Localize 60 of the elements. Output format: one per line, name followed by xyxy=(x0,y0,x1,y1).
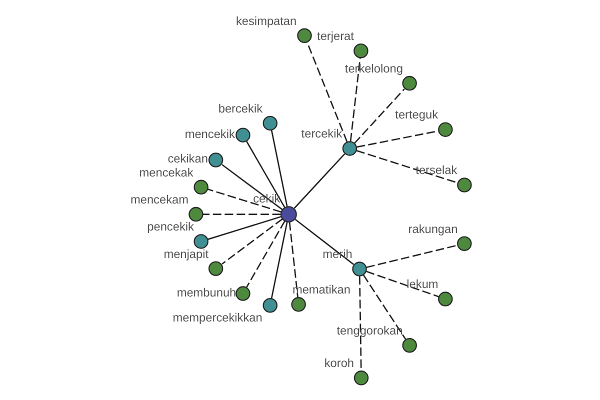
node-label: menjapit xyxy=(163,246,208,261)
node-circle xyxy=(352,262,366,276)
node-label: mempercekikkan xyxy=(172,310,262,325)
connector xyxy=(270,130,288,207)
node-circle xyxy=(193,234,208,249)
connector xyxy=(366,270,439,298)
node-label: terselak xyxy=(415,163,457,178)
connector xyxy=(288,222,298,298)
node-circle xyxy=(262,116,278,131)
node-circle xyxy=(438,292,452,306)
node-label: membunuh xyxy=(176,285,236,300)
node-label: mencekik xyxy=(184,126,234,141)
node-circle xyxy=(456,236,472,251)
connector xyxy=(349,58,360,142)
node-label: lekum xyxy=(406,277,438,292)
node-circle xyxy=(208,152,223,168)
node-circle xyxy=(353,43,368,58)
node-circle xyxy=(353,370,368,386)
connector xyxy=(356,150,458,184)
connector xyxy=(221,164,282,210)
node-circle xyxy=(296,28,312,44)
connector xyxy=(293,154,345,209)
node-label: mencekam xyxy=(130,192,188,206)
node-circle xyxy=(262,298,278,313)
node-circle xyxy=(280,206,296,223)
node-label: terteguk xyxy=(394,108,438,122)
node-circle xyxy=(402,338,416,353)
node-label: pencekik xyxy=(146,220,194,234)
connector xyxy=(353,88,404,144)
node-circle xyxy=(456,178,472,192)
connector xyxy=(206,216,281,240)
node-circle xyxy=(290,297,306,312)
connector xyxy=(294,218,354,265)
node-label: kesimpatan xyxy=(235,14,296,28)
connector xyxy=(270,222,288,299)
connector xyxy=(358,276,362,371)
node-circle xyxy=(235,286,250,301)
node-label: mencekak xyxy=(138,165,193,180)
connector xyxy=(362,274,406,340)
connector xyxy=(246,141,285,208)
connector xyxy=(221,218,282,265)
node-label: tenggorokan xyxy=(336,323,402,338)
node-circle xyxy=(438,122,452,137)
node-label: koroh xyxy=(324,356,354,370)
node-label: cekikan xyxy=(167,152,208,166)
node-label: rakungan xyxy=(408,222,458,236)
node-circle xyxy=(402,76,416,91)
node-circle xyxy=(188,206,203,222)
node-circle xyxy=(193,180,208,195)
node-label: mematikan xyxy=(292,282,350,297)
node-circle xyxy=(208,261,223,276)
node-circle xyxy=(342,141,357,156)
node-circle xyxy=(235,128,250,142)
node-label: bercekik xyxy=(218,101,262,116)
connector xyxy=(246,220,285,288)
connector xyxy=(366,244,458,268)
node-label: tercekik xyxy=(300,126,342,141)
node-label: terkelolong xyxy=(344,61,402,76)
node-label: terjerat xyxy=(316,29,354,44)
connector xyxy=(202,214,280,215)
